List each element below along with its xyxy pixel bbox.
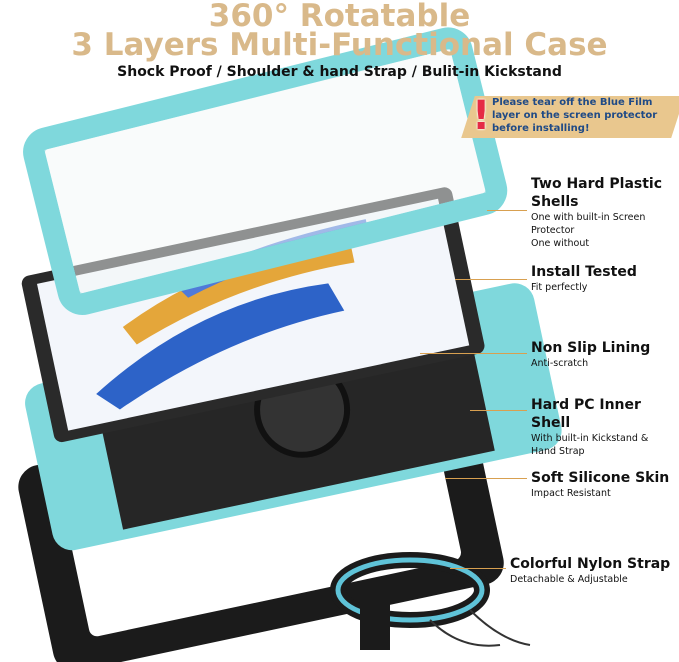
feature-detail: Detachable & Adjustable [510,574,628,585]
feature-detail: One with built-in Screen Protector [531,212,646,236]
title-line-2: 3 Layers Multi-Functional Case [71,27,608,63]
leader-line [445,478,527,479]
feature-detail: Anti-scratch [531,358,589,369]
feature-lining: Non Slip Lining Anti-scratch [531,339,650,370]
feature-inner-shell: Hard PC Inner Shell With built-in Kickst… [531,396,679,458]
title-line-1: 360° Rotatable [208,0,471,34]
nylon-strap [330,552,531,650]
leader-line [450,568,506,569]
feature-title: Install Tested [531,264,637,280]
exclamation-icon: ! [472,93,491,139]
warning-banner: ! Please tear off the Blue Film layer on… [460,92,679,140]
feature-title: Two Hard Plastic Shells [531,176,663,210]
feature-title: Non Slip Lining [531,340,651,356]
feature-detail: Fit perfectly [531,282,588,293]
feature-detail: Impact Resistant [531,488,611,499]
warning-text: Please tear off the Blue Film layer on t… [492,97,658,134]
feature-detail: One without [531,238,590,249]
feature-detail: With built-in Kickstand & [531,433,649,444]
leader-line [455,279,527,280]
feature-title: Hard PC Inner Shell [531,397,641,431]
subtitle: Shock Proof / Shoulder & hand Strap / Bu… [117,64,562,80]
leader-line [487,210,527,211]
leader-line [420,353,527,354]
feature-strap: Colorful Nylon Strap Detachable & Adjust… [510,555,670,586]
feature-shells: Two Hard Plastic Shells One with built-i… [531,175,671,250]
feature-install: Install Tested Fit perfectly [531,263,637,294]
feature-silicone: Soft Silicone Skin Impact Resistant [531,469,669,500]
leader-line [470,410,527,411]
feature-title: Soft Silicone Skin [531,470,670,486]
feature-title: Colorful Nylon Strap [510,556,671,572]
feature-detail: Hand Strap [531,446,585,457]
